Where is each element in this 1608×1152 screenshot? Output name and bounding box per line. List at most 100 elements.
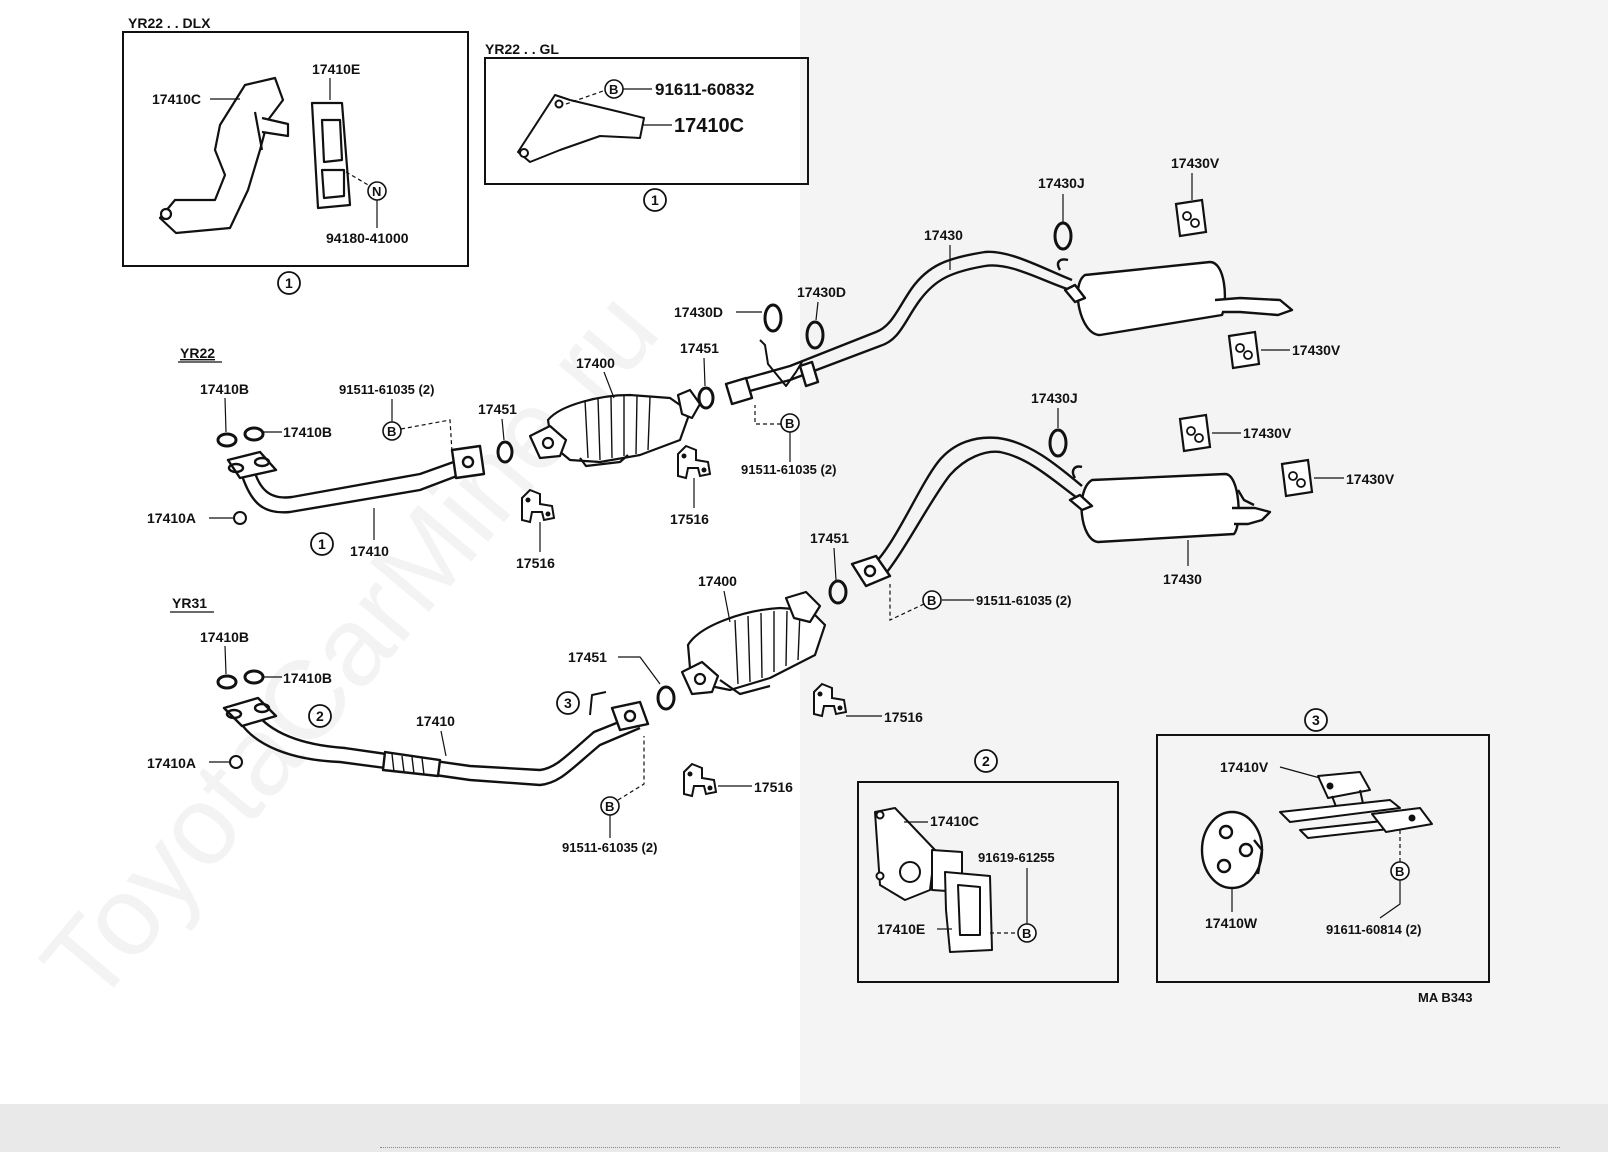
leader-91611-60814 bbox=[1379, 880, 1401, 919]
inset-two-marker: 2 bbox=[982, 753, 990, 769]
label-yr22-17516-a: 17516 bbox=[516, 555, 555, 571]
yr31-pipe-marker-3: 3 bbox=[564, 695, 572, 711]
label-yr31-17516-a: 17516 bbox=[754, 779, 793, 795]
gl-bolt-letter: B bbox=[609, 82, 618, 97]
label-yr31-17410B-right: 17410B bbox=[283, 670, 332, 686]
yr22-gaskets-17410B bbox=[216, 426, 265, 448]
label-yr22-17430V-top: 17430V bbox=[1171, 155, 1220, 171]
label-17410V: 17410V bbox=[1220, 759, 1269, 775]
inset-three-hanger-drawing bbox=[1279, 771, 1433, 839]
yr31-pipe-marker-2-circle bbox=[308, 704, 332, 728]
label-two-17410C: 17410C bbox=[930, 813, 979, 829]
yr22-hanger-17430V-top bbox=[1174, 198, 1208, 238]
label-yr22-17430: 17430 bbox=[924, 227, 963, 243]
dotted-edge-line bbox=[380, 1147, 1560, 1148]
leader-yr31-17451-b bbox=[833, 547, 837, 581]
yr22-gasket-17430D-a bbox=[763, 303, 783, 333]
label-yr31-17451-b: 17451 bbox=[810, 530, 849, 546]
inset-gl-marker: 1 bbox=[651, 192, 659, 208]
label-yr22-17430J: 17430J bbox=[1038, 175, 1085, 191]
inset-box-gl bbox=[484, 57, 809, 185]
leader-yr22-17410B-top bbox=[224, 397, 227, 433]
yr31-front-pipe bbox=[222, 691, 650, 787]
label-yr31-17410A: 17410A bbox=[147, 755, 196, 771]
leader-yr22-mid-bolt-dashed bbox=[754, 405, 781, 425]
yr22-nut-17410A bbox=[233, 511, 247, 525]
yr31-hanger-17430V-a bbox=[1178, 413, 1212, 453]
label-yr22-17410: 17410 bbox=[350, 543, 389, 559]
label-yr31-17430V-b: 17430V bbox=[1346, 471, 1395, 487]
label-yr31-17410: 17410 bbox=[416, 713, 455, 729]
label-yr31-17430V-a: 17430V bbox=[1243, 425, 1292, 441]
label-91611-60832: 91611-60832 bbox=[655, 80, 754, 99]
yr31-gasket-17451-a bbox=[656, 685, 676, 711]
inset-gl-title: YR22 . . GL bbox=[485, 41, 559, 57]
label-two-17410E: 17410E bbox=[877, 921, 925, 937]
nut-symbol-letter: N bbox=[372, 184, 381, 199]
inset-gl-marker-circle bbox=[643, 188, 667, 212]
yr22-gasket-17451-b bbox=[697, 386, 715, 410]
yr22-catalytic-converter bbox=[528, 388, 702, 468]
label-yr31-91511-61035: 91511-61035 (2) bbox=[562, 840, 657, 855]
leader-yr22-17400 bbox=[603, 371, 615, 399]
leader-yr31-mid-bolt-dashed bbox=[889, 584, 925, 621]
inset-dlx-marker: 1 bbox=[285, 275, 293, 291]
yr31-mid-bolt-letter: B bbox=[927, 593, 936, 608]
label-yr31-17400: 17400 bbox=[698, 573, 737, 589]
label-yr31-17451-a: 17451 bbox=[568, 649, 607, 665]
gl-bracket-drawing bbox=[517, 94, 645, 163]
right-paper-area bbox=[800, 0, 1608, 1104]
inset-box-dlx bbox=[122, 31, 469, 267]
leader-yr31-bolt-dashed bbox=[617, 736, 645, 801]
label-yr22-17410B-top: 17410B bbox=[200, 381, 249, 397]
label-yr31-17430: 17430 bbox=[1163, 571, 1202, 587]
leader-yr31-17400 bbox=[723, 590, 731, 623]
inset-three-rubber-mount-17410W bbox=[1200, 810, 1264, 890]
yr22-gasket-17451 bbox=[496, 440, 514, 464]
inset-three-marker: 3 bbox=[1312, 712, 1320, 728]
section-yr31: YR31 bbox=[172, 595, 207, 611]
label-yr22-17410A: 17410A bbox=[147, 510, 196, 526]
diagram-code: MA B343 bbox=[1418, 990, 1472, 1005]
label-yr22-17410B-right: 17410B bbox=[283, 424, 332, 440]
label-yr22-17400: 17400 bbox=[576, 355, 615, 371]
label-yr22-17451-a: 17451 bbox=[478, 401, 517, 417]
yr31-tail-pipe bbox=[850, 436, 1083, 588]
label-94180-41000: 94180-41000 bbox=[326, 230, 409, 246]
yr22-bracket-17516-b bbox=[677, 445, 711, 479]
inset-three-marker-circle bbox=[1304, 708, 1328, 732]
label-17410W: 17410W bbox=[1205, 915, 1258, 931]
inset-box-three bbox=[1156, 734, 1490, 983]
leader-17410V bbox=[1279, 766, 1321, 779]
yr22-muffler bbox=[1056, 258, 1294, 337]
yr22-pipe-marker-circle bbox=[310, 532, 334, 556]
label-yr22-91511-61035: 91511-61035 (2) bbox=[339, 382, 434, 397]
three-bolt-letter: B bbox=[1395, 864, 1404, 879]
inset-dlx-marker-circle bbox=[277, 271, 301, 295]
yr22-bolt-letter: B bbox=[387, 424, 396, 439]
yr31-bracket-17516-b bbox=[813, 683, 847, 717]
yr22-tail-pipe bbox=[724, 250, 1073, 406]
inset-two-marker-circle bbox=[974, 749, 998, 773]
label-dlx-17410C: 17410C bbox=[152, 91, 201, 107]
yr31-hanger-17430V-b bbox=[1280, 458, 1314, 498]
yr31-gasket-17430J bbox=[1048, 428, 1068, 458]
label-yr22-17430V-right: 17430V bbox=[1292, 342, 1341, 358]
yr31-pipe-marker-3-circle bbox=[556, 691, 580, 715]
yr22-gasket-17430J bbox=[1053, 221, 1073, 251]
inset-box-two bbox=[857, 781, 1119, 983]
yr31-pipe-marker-2: 2 bbox=[316, 708, 324, 724]
yr31-nut-17410A bbox=[229, 755, 243, 769]
label-91619-61255: 91619-61255 bbox=[978, 850, 1055, 865]
yr22-mid-bolt-letter: B bbox=[785, 416, 794, 431]
leader-yr31-17410 bbox=[440, 730, 447, 757]
label-yr31-17516-b: 17516 bbox=[884, 709, 923, 725]
leader-yr22-17451-b bbox=[703, 357, 706, 387]
label-dlx-17410E: 17410E bbox=[312, 61, 360, 77]
inset-two-bracket-drawing bbox=[874, 807, 993, 953]
section-yr22: YR22 bbox=[180, 345, 215, 361]
yr31-bolt-letter: B bbox=[605, 799, 614, 814]
label-yr22-17451-b: 17451 bbox=[680, 340, 719, 356]
yr31-catalytic-converter bbox=[680, 590, 827, 696]
